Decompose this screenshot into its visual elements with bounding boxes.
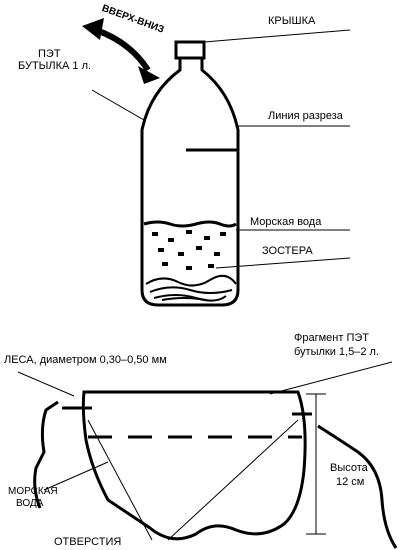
height-dimension (306, 393, 326, 535)
seawater-label-top: Морская вода (250, 216, 322, 228)
seawater-particles (152, 230, 226, 270)
fragment-label-line1: Фрагмент ПЭТ (294, 332, 369, 344)
zostera-bundle (145, 274, 237, 302)
height-label-line1: Высота (330, 462, 368, 474)
bottom-leader-lines (17, 361, 393, 541)
fragment-label-line2: бутылки 1,5–2 л. (294, 346, 379, 358)
seawater-label-bottom-line2: ВОДА (16, 498, 44, 509)
right-ground-line (317, 424, 398, 549)
height-label-line2: 12 см (336, 476, 365, 488)
bottle-label-line1: ПЭТ (38, 48, 61, 60)
bottle-label-line2: БУТЫЛКА 1 л. (18, 60, 92, 72)
seawater-label-bottom-line1: МОРСКАЯ (8, 486, 58, 497)
bottle-cap (174, 40, 206, 60)
bottle-outline (140, 58, 240, 307)
fishing-line-label: ЛЕСА, диаметром 0,30–0,50 мм (4, 354, 167, 366)
top-leader-lines (91, 29, 351, 269)
cut-line-label: Линия разреза (268, 110, 343, 122)
holes-label: ОТВЕРСТИЯ (54, 536, 122, 548)
left-ground-line (33, 400, 59, 509)
seawater-surface (143, 220, 237, 228)
bottle-fragment (81, 390, 307, 541)
zostera-label: ЗОСТЕРА (262, 245, 313, 257)
up-down-arrow-icon (82, 18, 160, 84)
cap-label: КРЫШКА (268, 15, 316, 27)
